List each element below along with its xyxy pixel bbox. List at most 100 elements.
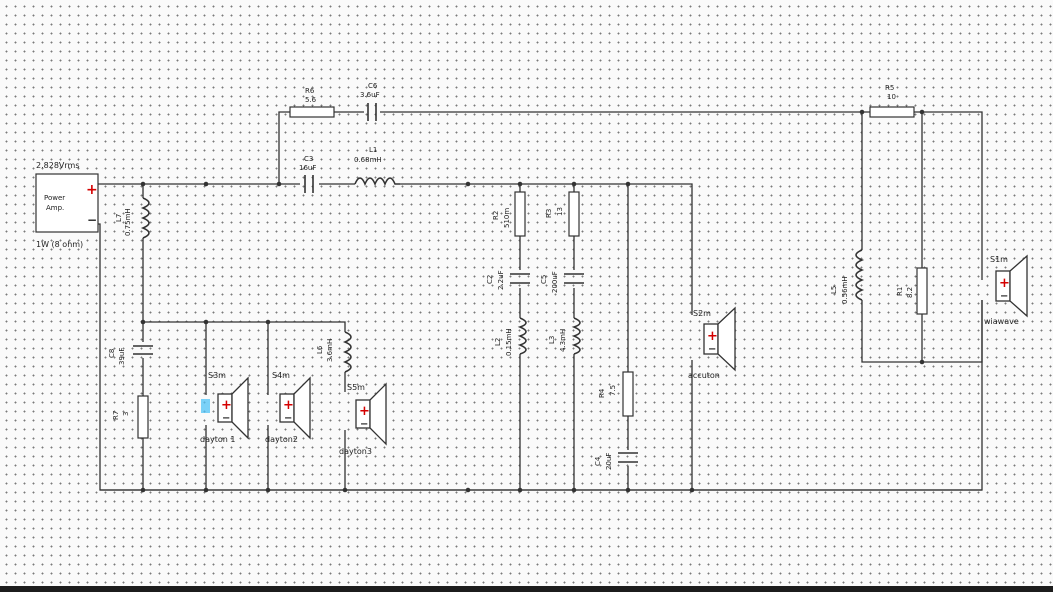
source-power-label: 1W (8 ohm) xyxy=(36,240,83,249)
r6-value: 5.6 xyxy=(305,96,317,104)
resistor-r2[interactable]: R2 510m xyxy=(492,191,526,237)
bottom-bar xyxy=(0,586,1053,592)
l3-value: 4.3mH xyxy=(559,329,567,352)
inductor-l1[interactable]: L1 0.68mH xyxy=(354,146,400,187)
c2-value: 2.2uF xyxy=(497,270,505,290)
amp-minus-icon: − xyxy=(87,213,97,227)
r4-value: 7.5 xyxy=(609,385,617,396)
resistor-r7[interactable]: R7 3 xyxy=(112,395,149,439)
l5-value: 0.56mH xyxy=(841,276,849,304)
l7-value: 0.75mH xyxy=(124,208,132,236)
power-amp-label-2: Amp. xyxy=(46,204,64,212)
s5m-minus-icon: − xyxy=(360,419,368,430)
l6-name: L6 xyxy=(316,345,324,354)
speaker-cone-icon xyxy=(369,382,387,446)
s5m-plus-icon: + xyxy=(359,404,370,419)
r7-value: 3 xyxy=(122,412,130,416)
speaker-s3m[interactable]: S3m + − dayton 1 xyxy=(200,371,249,444)
s2m-minus-icon: − xyxy=(708,344,716,355)
c6-name: C6 xyxy=(368,82,378,90)
r3-name: R3 xyxy=(545,209,553,218)
capacitor-c2[interactable]: C2 2.2uF xyxy=(486,270,530,290)
c5-value: 200uF xyxy=(551,271,559,293)
c5-name: C5 xyxy=(540,275,548,284)
s4m-minus-icon: − xyxy=(284,413,292,424)
speaker-cone-icon xyxy=(1009,254,1028,318)
l1-name: L1 xyxy=(369,146,377,154)
s3m-plus-icon: + xyxy=(221,398,232,413)
capacitor-c8[interactable]: C8 39uF xyxy=(108,345,153,365)
speaker-s5m[interactable]: S5m + − dayton3 xyxy=(339,382,387,456)
l6-value: 3.6mH xyxy=(326,339,334,362)
r5-name: R5 xyxy=(885,84,894,92)
c2-name: C2 xyxy=(486,275,494,284)
r1-name: R1 xyxy=(896,287,904,296)
c3-value: 16uF xyxy=(299,164,316,172)
source-voltage-label: 2.828Vrms xyxy=(36,161,79,170)
inductor-l2[interactable]: L2 0.15mH xyxy=(494,317,527,356)
capacitor-c3[interactable]: C3 16uF xyxy=(299,155,316,193)
speaker-cone-icon xyxy=(293,376,311,440)
resistor-r4[interactable]: R4 7.5 xyxy=(598,371,634,417)
resistor-r6[interactable]: R6 5.6 xyxy=(289,87,335,118)
l2-name: L2 xyxy=(494,338,502,346)
power-amp-label-1: Power xyxy=(44,194,65,202)
r2-name: R2 xyxy=(492,211,500,220)
resistor-r1[interactable]: R1 8.2 xyxy=(896,267,928,315)
speaker-s4m[interactable]: S4m + − dayton2 xyxy=(265,371,311,444)
wires xyxy=(98,111,983,491)
r3-value: 13 xyxy=(556,207,564,216)
c4-value: 20uF xyxy=(605,453,613,470)
l5-name: L5 xyxy=(830,286,838,294)
s2m-label: accuton xyxy=(688,371,720,380)
capacitor-c4[interactable]: C4 20uF xyxy=(594,452,638,470)
s4m-plus-icon: + xyxy=(283,398,294,413)
junction-dots xyxy=(140,109,925,493)
speaker-cone-icon xyxy=(717,306,736,372)
s1m-plus-icon: + xyxy=(999,276,1010,291)
speaker-s1m[interactable]: S1m + − wiawave xyxy=(984,254,1028,326)
r4-name: R4 xyxy=(598,388,606,398)
inductor-l7[interactable]: L7 0.75mH xyxy=(115,197,150,239)
r5-value: 10 xyxy=(887,93,896,101)
resistor-r3[interactable]: R3 13 xyxy=(545,191,580,237)
l7-name: L7 xyxy=(115,214,123,222)
amp-plus-icon: + xyxy=(86,182,98,198)
l3-name: L3 xyxy=(548,336,556,344)
r6-name: R6 xyxy=(305,87,315,95)
power-amp-source[interactable]: 2.828Vrms Power Amp. + − 1W (8 ohm) xyxy=(35,161,99,249)
s5m-label: dayton3 xyxy=(339,447,372,456)
s4m-name: S4m xyxy=(272,371,290,380)
l2-value: 0.15mH xyxy=(505,328,513,356)
s1m-name: S1m xyxy=(990,255,1008,264)
inductor-l6[interactable]: L6 3.6mH xyxy=(316,331,352,373)
s2m-plus-icon: + xyxy=(707,329,718,344)
capacitor-c5[interactable]: C5 200uF xyxy=(540,271,584,293)
s3m-name: S3m xyxy=(208,371,226,380)
s3m-label: dayton 1 xyxy=(200,435,235,444)
s3m-minus-icon: − xyxy=(222,413,230,424)
c3-name: C3 xyxy=(304,155,313,163)
c4-name: C4 xyxy=(594,456,602,466)
c6-value: 3.6uF xyxy=(360,91,380,99)
selection-highlight xyxy=(201,399,210,413)
c8-name: C8 xyxy=(108,349,116,358)
r2-value: 510m xyxy=(503,208,511,228)
inductor-l5[interactable]: L5 0.56mH xyxy=(830,249,865,304)
s1m-minus-icon: − xyxy=(1000,291,1008,302)
inductor-l3[interactable]: L3 4.3mH xyxy=(548,317,581,355)
s1m-label: wiawave xyxy=(984,317,1019,326)
s5m-name: S5m xyxy=(347,383,365,392)
s4m-label: dayton2 xyxy=(265,435,298,444)
speaker-cone-icon xyxy=(231,376,249,440)
c8-value: 39uF xyxy=(118,348,126,365)
capacitor-c6[interactable]: C6 3.6uF xyxy=(360,82,380,121)
l1-value: 0.68mH xyxy=(354,156,382,164)
resistor-r5[interactable]: R5 10 xyxy=(869,84,915,118)
r1-value: 8.2 xyxy=(906,287,914,298)
speaker-s2m[interactable]: S2m + − accuton xyxy=(688,306,736,380)
s2m-name: S2m xyxy=(693,309,711,318)
power-amp-box xyxy=(35,173,99,233)
